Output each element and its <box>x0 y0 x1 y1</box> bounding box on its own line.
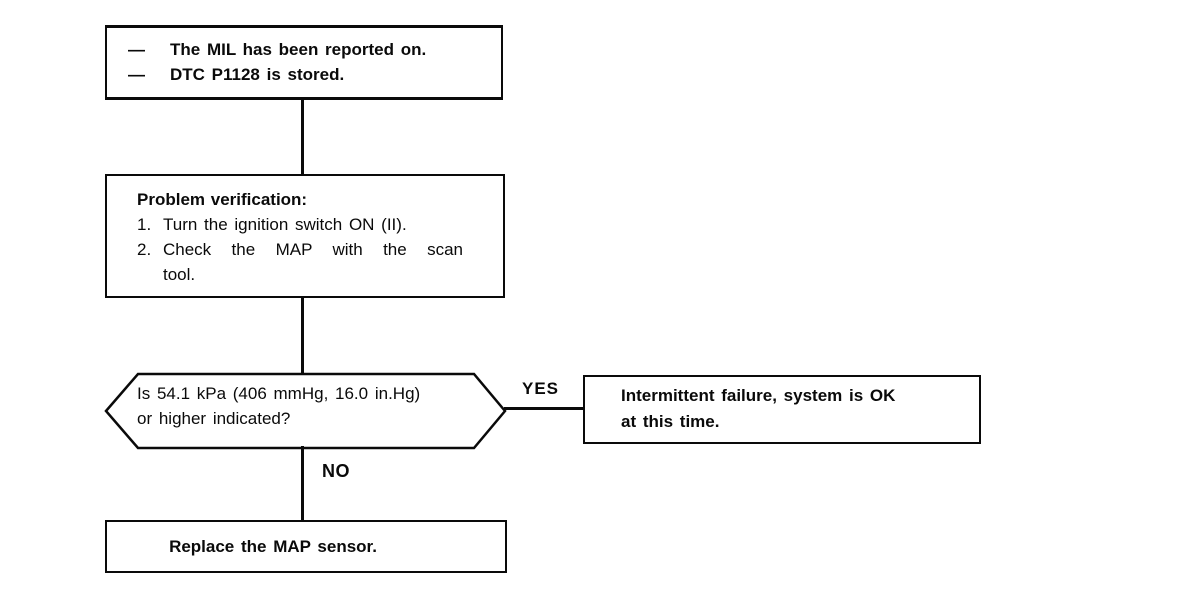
verification-step: 2. Check the MAP with the scan tool. <box>137 237 503 287</box>
start-box-line: — The MIL has been reported on. <box>128 37 501 62</box>
intermittent-failure-text: Intermittent failure, system is OK <box>621 386 896 405</box>
step-number: 1. <box>137 215 152 234</box>
step-text: tool. <box>163 265 196 284</box>
decision-hexagon: Is 54.1 kPa (406 mmHg, 16.0 in.Hg) or hi… <box>104 372 507 450</box>
problem-verification-box: Problem verification: 1. Turn the igniti… <box>105 174 505 298</box>
dash-bullet: — <box>128 40 145 59</box>
replace-map-sensor-box: Replace the MAP sensor. <box>105 520 507 573</box>
connector-yes-branch <box>504 407 585 410</box>
start-box-text: DTC P1128 is stored. <box>170 65 345 84</box>
yes-label: YES <box>522 379 560 398</box>
connector-verify-to-decision <box>301 296 304 374</box>
start-box: — The MIL has been reported on. — DTC P1… <box>105 25 503 100</box>
step-number: 2. <box>137 240 152 259</box>
verification-title: Problem verification: <box>137 190 308 209</box>
start-box-text: The MIL has been reported on. <box>170 40 427 59</box>
intermittent-failure-text: at this time. <box>621 412 720 431</box>
connector-start-to-verify <box>301 97 304 176</box>
start-box-line: — DTC P1128 is stored. <box>128 62 501 87</box>
decision-question-line: Is 54.1 kPa (406 mmHg, 16.0 in.Hg) <box>137 384 421 403</box>
replace-map-sensor-text: Replace the MAP sensor. <box>169 536 377 556</box>
intermittent-failure-box: Intermittent failure, system is OK at th… <box>583 375 981 444</box>
decision-question-line: or higher indicated? <box>137 409 291 428</box>
dash-bullet: — <box>128 65 145 84</box>
verification-step: 1. Turn the ignition switch ON (II). <box>137 212 503 237</box>
decision-hexagon-shape <box>104 372 507 450</box>
step-text: Turn the ignition switch ON (II). <box>163 215 407 234</box>
decision-question: Is 54.1 kPa (406 mmHg, 16.0 in.Hg) or hi… <box>137 381 420 431</box>
step-text: Check the MAP with the scan <box>163 240 463 259</box>
no-label: NO <box>322 461 350 481</box>
connector-no-branch <box>301 446 304 522</box>
